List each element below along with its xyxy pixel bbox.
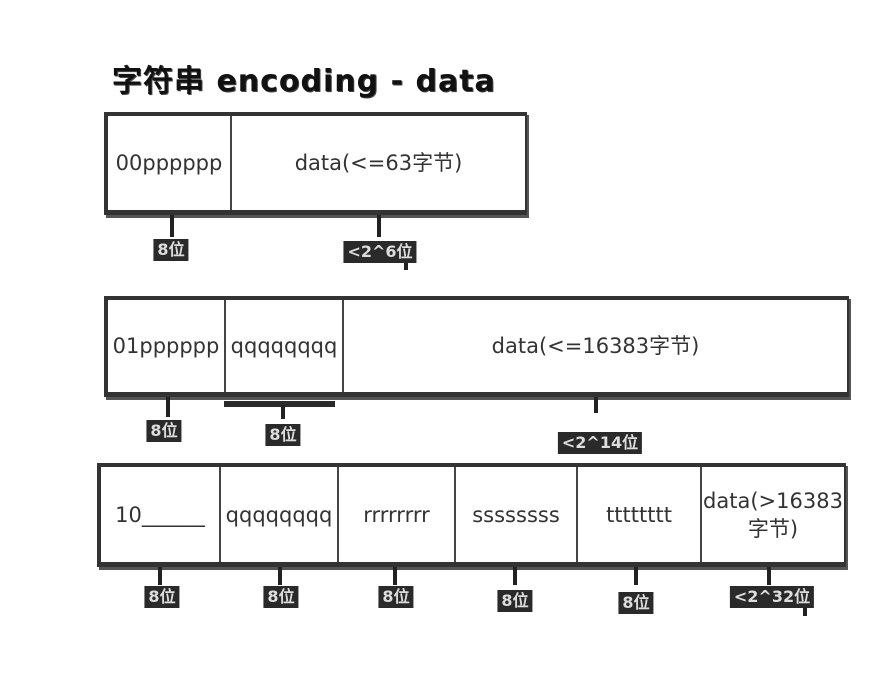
row1-frame: 00pppppp data(<=63字节)	[104, 112, 527, 215]
row2-cell-q: qqqqqqqq	[226, 300, 344, 392]
row3-cell-data: data(>16383字节)	[703, 488, 843, 541]
row1-stem-header	[170, 215, 174, 237]
row3-cell-s: ssssssss	[456, 467, 578, 562]
row2-stem-data	[594, 397, 598, 413]
row3-stem-t	[634, 567, 638, 585]
row1-label-data: <2^6位	[343, 241, 417, 263]
row3-label-header: 8位	[144, 586, 180, 608]
row3-label-t: 8位	[618, 592, 654, 614]
row3-cell-r: rrrrrrrr	[339, 467, 456, 562]
row1-label-header: 8位	[153, 239, 189, 261]
row3-cell-q: qqqqqqqq	[221, 467, 339, 562]
diagram-title: 字符串 encoding - data	[112, 64, 496, 99]
row2-stem-header	[166, 397, 170, 417]
row3-cell-t: tttttttt	[578, 467, 702, 562]
row2-stem-q	[281, 405, 285, 419]
row3-stem-data-tail	[803, 606, 807, 616]
row2-underbar-q	[224, 401, 335, 407]
row2-cell-data: data(<=16383字节)	[491, 334, 700, 358]
row1-cell-data: data(<=63字节)	[294, 151, 463, 175]
row2-label-q: 8位	[265, 424, 301, 446]
row3-stem-s	[513, 567, 517, 585]
row3-stem-data	[767, 567, 771, 585]
row3-label-s: 8位	[497, 590, 533, 612]
row3-label-r: 8位	[378, 586, 414, 608]
row3-stem-r	[393, 567, 397, 585]
row2-label-header: 8位	[146, 420, 182, 442]
row3-frame: 10______ qqqqqqqq rrrrrrrr ssssssss tttt…	[97, 463, 846, 567]
row2-label-data: <2^14位	[557, 432, 643, 454]
row2-cell-header: 01pppppp	[108, 300, 226, 392]
row3-label-q: 8位	[263, 586, 299, 608]
row1-cell-header: 00pppppp	[108, 116, 232, 210]
row3-cell-header: 10______	[101, 467, 221, 562]
row3-stem-q	[278, 567, 282, 585]
row3-stem-header	[158, 567, 162, 585]
row1-stem-data	[377, 215, 381, 237]
row2-frame: 01pppppp qqqqqqqq data(<=16383字节)	[104, 296, 849, 397]
row3-label-data: <2^32位	[729, 586, 815, 608]
row1-stem-data-tail	[404, 262, 408, 270]
